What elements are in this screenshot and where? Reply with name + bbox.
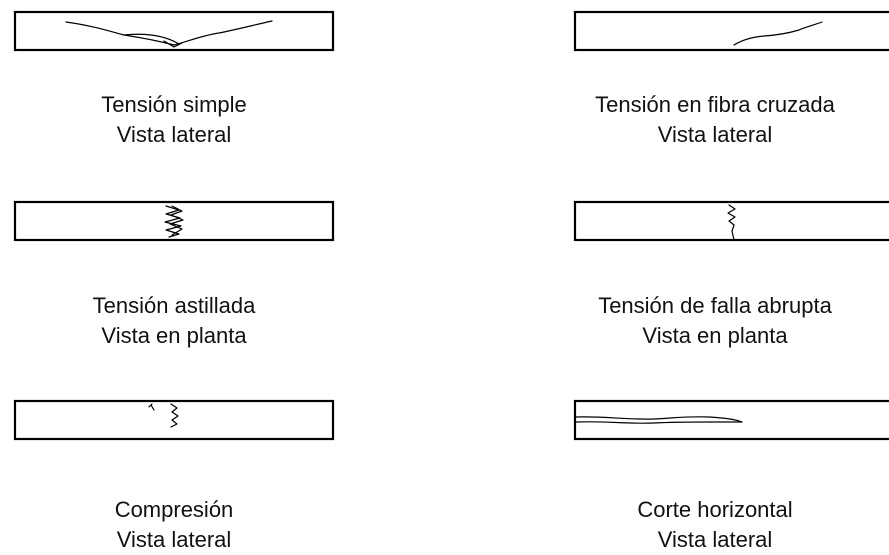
caption-title: Tensión en fibra cruzada [595, 92, 835, 117]
caption-cross-grain-tension: Tensión en fibra cruzada Vista lateral [545, 90, 885, 150]
caption-view: Vista lateral [657, 527, 773, 552]
beam-cross-grain-tension [573, 10, 889, 52]
caption-title: Tensión de falla abrupta [598, 293, 832, 318]
caption-simple-tension: Tensión simple Vista lateral [4, 90, 344, 150]
fracture-line [727, 204, 736, 241]
fracture-line [170, 403, 179, 428]
beam-horizontal-shear [573, 399, 889, 441]
shear-split-top [575, 416, 743, 423]
beam-compression [13, 399, 335, 441]
caption-view: Vista lateral [657, 122, 773, 147]
fracture-mark [148, 403, 155, 411]
caption-view: Vista en planta [101, 323, 247, 348]
caption-brash-tension: Tensión de falla abrupta Vista en planta [545, 291, 885, 351]
caption-view: Vista lateral [116, 527, 232, 552]
fracture-line [733, 21, 823, 46]
shear-split-bottom [575, 421, 743, 424]
caption-title: Compresión [114, 497, 234, 522]
fracture-line [65, 20, 273, 46]
beam-brash-tension [573, 200, 889, 242]
caption-title: Corte horizontal [637, 497, 793, 522]
fracture-zigzag-2 [169, 205, 184, 236]
beam-splintering-tension [13, 200, 335, 242]
caption-splintering-tension: Tensión astillada Vista en planta [4, 291, 344, 351]
caption-title: Tensión simple [101, 92, 247, 117]
caption-view: Vista en planta [642, 323, 788, 348]
beam-simple-tension [13, 10, 335, 52]
fracture-zigzag [164, 205, 182, 238]
caption-title: Tensión astillada [92, 293, 256, 318]
caption-view: Vista lateral [116, 122, 232, 147]
fracture-line-branch [123, 33, 183, 48]
caption-compression: Compresión Vista lateral [4, 495, 344, 555]
caption-horizontal-shear: Corte horizontal Vista lateral [545, 495, 885, 555]
